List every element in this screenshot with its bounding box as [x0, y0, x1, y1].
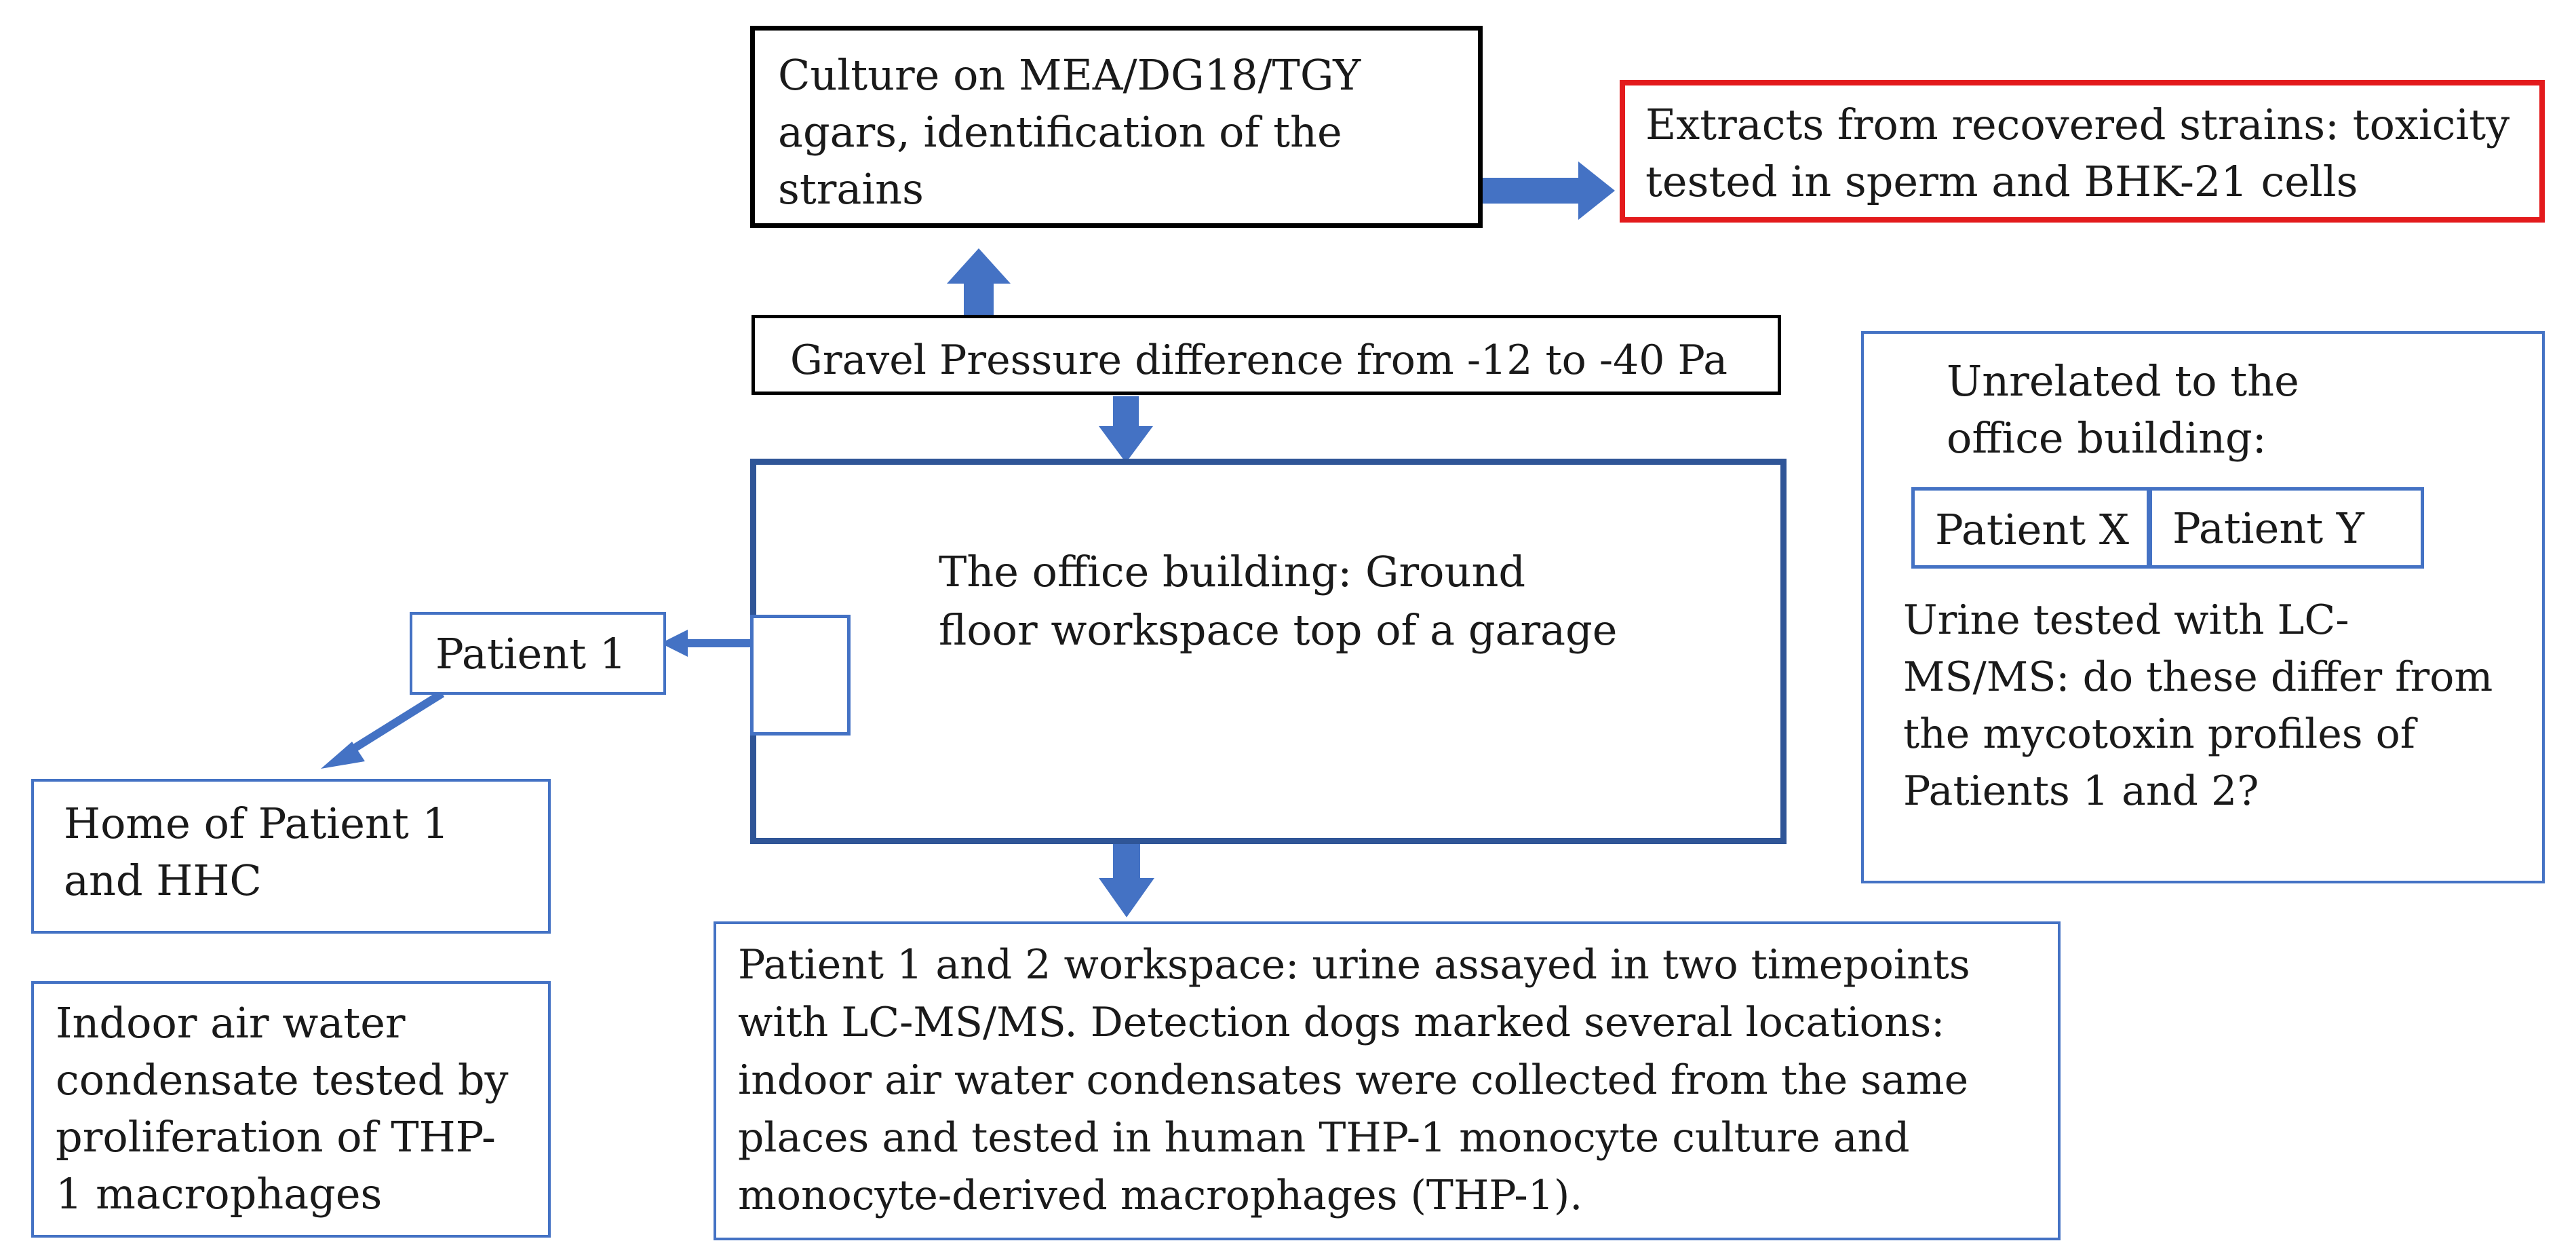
office-building-label: The office building: Ground floor worksp… — [939, 543, 1617, 660]
culture-box: Culture on MEA/DG18/TGY agars, identific… — [750, 26, 1483, 228]
gravel-pressure-text: Gravel Pressure difference from -12 to -… — [790, 337, 1728, 384]
workspace-box: Patient 1 and 2 workspace: urine assayed… — [714, 921, 2061, 1240]
culture-line-1: Culture on MEA/DG18/TGY — [778, 50, 1361, 100]
patient1-text: Patient 1 — [435, 629, 627, 679]
home-line-2: and HHC — [64, 856, 262, 905]
patient-y-box: Patient Y — [2149, 487, 2424, 569]
unrelated-box — [1861, 331, 2545, 883]
unrelated-question-line-3: the mycotoxin profiles of — [1903, 710, 2415, 758]
culture-line-3: strains — [778, 164, 924, 214]
extracts-line-2: tested in sperm and BHK-21 cells — [1645, 157, 2358, 206]
workspace-line-2: with LC-MS/MS. Detection dogs marked sev… — [738, 999, 1945, 1046]
unrelated-question-line-4: Patients 1 and 2? — [1903, 767, 2259, 815]
home-line-1: Home of Patient 1 — [64, 799, 449, 848]
unrelated-heading-line-2: office building: — [1947, 413, 2267, 463]
workspace-line-5: monocyte-derived macrophages (THP-1). — [738, 1172, 1583, 1219]
arrow-culture-to-extracts — [1479, 161, 1615, 220]
patient-y-text: Patient Y — [2172, 503, 2364, 553]
extracts-box: Extracts from recovered strains: toxicit… — [1620, 80, 2545, 223]
workspace-line-4: places and tested in human THP-1 monocyt… — [738, 1114, 1910, 1162]
indoor-line-4: 1 macrophages — [56, 1169, 383, 1219]
patient-x-box: Patient X — [1911, 487, 2150, 569]
unrelated-heading-line-1: Unrelated to the — [1947, 356, 2299, 406]
unrelated-question: Urine tested with LC- MS/MS: do these di… — [1903, 592, 2493, 820]
unrelated-question-line-1: Urine tested with LC- — [1903, 596, 2349, 644]
extracts-line-1: Extracts from recovered strains: toxicit… — [1645, 100, 2510, 149]
workspace-line-1: Patient 1 and 2 workspace: urine assayed… — [738, 941, 1970, 989]
unrelated-question-line-2: MS/MS: do these differ from — [1903, 653, 2493, 701]
patient1-box: Patient 1 — [410, 612, 666, 695]
gravel-pressure-box: Gravel Pressure difference from -12 to -… — [752, 315, 1781, 395]
indoor-line-1: Indoor air water — [56, 998, 406, 1048]
office-door — [750, 615, 851, 736]
arrow-gravel-to-office — [1099, 396, 1153, 463]
unrelated-heading: Unrelated to the office building: — [1947, 353, 2299, 467]
arrow-patient1-to-home — [321, 689, 445, 769]
arrow-gravel-to-culture — [947, 248, 1011, 316]
indoor-air-box: Indoor air water condensate tested by pr… — [31, 981, 551, 1238]
indoor-line-2: condensate tested by — [56, 1055, 509, 1105]
arrow-office-to-patient1 — [661, 630, 752, 657]
office-line-2: floor workspace top of a garage — [939, 605, 1618, 655]
arrow-office-to-workspace — [1099, 841, 1154, 917]
indoor-line-3: proliferation of THP- — [56, 1112, 496, 1162]
culture-line-2: agars, identification of the — [778, 107, 1342, 157]
workspace-line-3: indoor air water condensates were collec… — [738, 1056, 1969, 1104]
patient-x-text: Patient X — [1935, 505, 2130, 554]
home-box: Home of Patient 1 and HHC — [31, 779, 551, 934]
office-line-1: The office building: Ground — [939, 547, 1526, 596]
